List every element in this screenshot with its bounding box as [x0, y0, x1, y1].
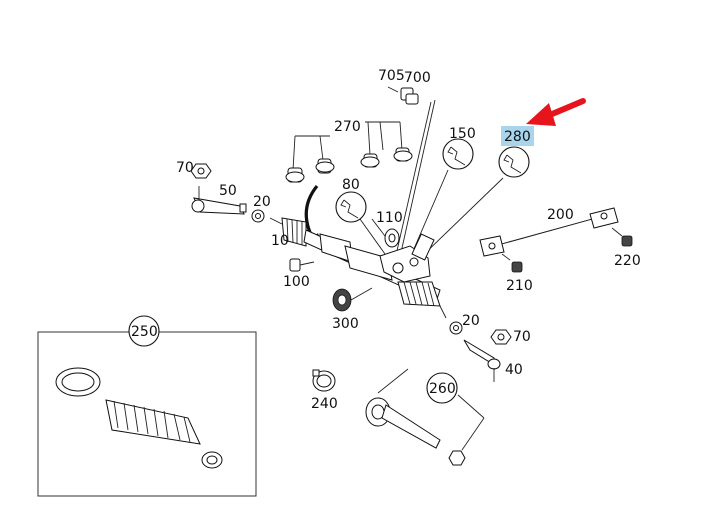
label-705: 705: [378, 68, 405, 84]
wrench-symbol-150: [442, 138, 474, 170]
bolt-210: [501, 253, 523, 273]
steering-rack-assembly: [269, 217, 447, 319]
bolt-220: [611, 227, 633, 247]
label-270: 270: [334, 119, 361, 135]
label-240: 240: [311, 396, 338, 412]
wrench-symbol-280: [498, 146, 530, 178]
part-300-gear: [332, 287, 373, 312]
label-80: 80: [342, 177, 360, 193]
red-pointer-arrow: [526, 98, 586, 126]
left-tie-rod-end-50: [191, 186, 247, 215]
nut-70-right: [490, 329, 512, 345]
wrench-symbol-80: [335, 191, 367, 223]
highlight-280: [501, 126, 534, 146]
label-280: 280: [504, 129, 531, 145]
label-250: 250: [131, 324, 158, 340]
label-210: 210: [506, 278, 533, 294]
part-110-icon: [384, 228, 400, 248]
bellows-250-icon: [55, 367, 223, 469]
clamp-240: [312, 369, 336, 392]
label-circle-260: [426, 372, 458, 404]
nut-70-left: [190, 163, 212, 179]
label-260: 260: [429, 381, 456, 397]
sleeves-270: [285, 147, 413, 183]
label-700: 700: [404, 70, 431, 86]
label-220: 220: [614, 253, 641, 269]
right-tie-rod-end-40: [463, 339, 501, 382]
leader-lines: [292, 99, 504, 451]
label-70-left: 70: [176, 160, 194, 176]
label-20-left: 20: [253, 194, 271, 210]
label-200: 200: [547, 207, 574, 223]
label-20-right: 20: [462, 313, 480, 329]
label-70-right: 70: [513, 329, 531, 345]
part-100-bolt: [289, 258, 315, 272]
washer-20-right: [449, 321, 463, 335]
label-100: 100: [283, 274, 310, 290]
label-300: 300: [332, 316, 359, 332]
label-50: 50: [219, 183, 237, 199]
inner-tie-rod-260: [365, 397, 466, 466]
label-110: 110: [376, 210, 403, 226]
part-700-icon: [387, 86, 419, 105]
label-circle-250: [128, 315, 160, 347]
label-10: 10: [271, 233, 289, 249]
label-150: 150: [449, 126, 476, 142]
intermediate-shaft-200: [479, 207, 619, 257]
washer-20-left: [251, 209, 265, 223]
label-40: 40: [505, 362, 523, 378]
